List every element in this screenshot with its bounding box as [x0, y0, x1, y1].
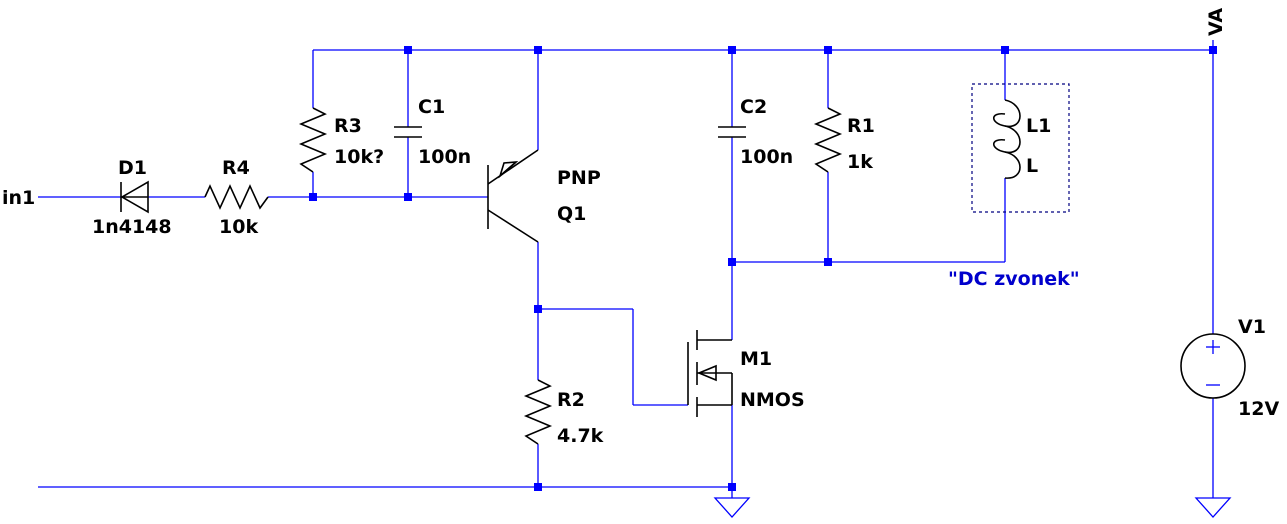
l1-value: L	[1026, 155, 1038, 177]
r3-ref: R3	[334, 115, 362, 137]
r3-value: 10k?	[334, 146, 384, 168]
r4-value: 10k	[219, 216, 258, 238]
net-label-va: VA	[1205, 8, 1227, 36]
d1-value: 1n4148	[92, 216, 172, 238]
c2-ref: C2	[740, 96, 767, 118]
dc-zvonek-comment: "DC zvonek"	[948, 268, 1080, 290]
r2-value: 4.7k	[557, 425, 604, 447]
inductor-l1	[971, 83, 1070, 213]
c1-ref: C1	[418, 96, 445, 118]
r1-ref: R1	[847, 115, 875, 137]
mosfet-m1	[687, 330, 733, 417]
resistor-r3	[298, 107, 328, 173]
r4-ref: R4	[222, 157, 250, 179]
v1-value: 12V	[1238, 398, 1279, 420]
net-label-in1: in1	[2, 187, 35, 209]
transistor-q1	[487, 149, 539, 243]
c1-value: 100n	[418, 146, 471, 168]
voltage-source-v1	[1180, 333, 1246, 399]
v1-ref: V1	[1238, 316, 1266, 338]
resistor-r2	[523, 379, 553, 445]
junction-dots	[309, 46, 1217, 491]
ground-symbol-v1	[1194, 497, 1232, 518]
q1-type: PNP	[557, 167, 601, 189]
m1-type: NMOS	[740, 389, 805, 411]
m1-ref: M1	[740, 348, 772, 370]
c2-value: 100n	[740, 146, 793, 168]
r2-ref: R2	[557, 389, 585, 411]
capacitor-c1	[394, 126, 422, 138]
l1-ref: L1	[1026, 115, 1051, 137]
r1-value: 1k	[847, 151, 873, 173]
resistor-r1	[813, 107, 843, 173]
capacitor-c2	[718, 126, 746, 138]
d1-ref: D1	[118, 157, 147, 179]
wires	[38, 40, 1214, 498]
ground-symbol-m1	[713, 497, 751, 518]
resistor-r4	[204, 184, 269, 210]
diode-d1	[120, 180, 149, 214]
q1-ref: Q1	[557, 203, 586, 225]
